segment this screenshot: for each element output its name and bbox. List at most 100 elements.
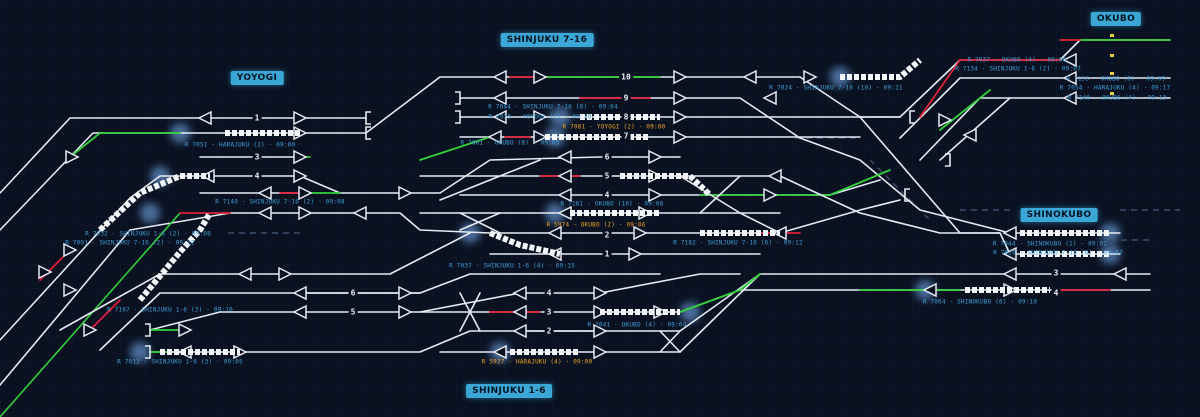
signal-triangle-icon[interactable]: [63, 282, 78, 298]
signal-triangle-icon[interactable]: [298, 185, 313, 201]
signal-triangle-icon[interactable]: [1062, 52, 1077, 68]
signal-triangle-icon[interactable]: [293, 149, 308, 165]
signal-triangle-icon[interactable]: [492, 344, 507, 360]
train[interactable]: [620, 173, 713, 198]
signal-triangle-icon[interactable]: [648, 149, 663, 165]
signal-triangle-icon[interactable]: [533, 129, 548, 145]
signal-triangle-icon[interactable]: [593, 285, 608, 301]
marker: [1110, 92, 1114, 95]
signal-triangle-icon[interactable]: [65, 149, 80, 165]
train-info: R 7041 · OKUBO (4) · 09:04: [587, 321, 687, 329]
signal-triangle-icon[interactable]: [1062, 90, 1077, 106]
signal-triangle-icon[interactable]: [512, 285, 527, 301]
signal-triangle-icon[interactable]: [352, 205, 367, 221]
station-label-yoyogi[interactable]: YOYOGI: [230, 71, 284, 85]
track-number: 3: [1051, 268, 1061, 278]
signal-triangle-icon[interactable]: [628, 246, 643, 262]
station-label-shinjuku-1-6[interactable]: SHINJUKU 1-6: [466, 384, 552, 398]
track-segment: [59, 232, 471, 331]
signal-triangle-icon[interactable]: [512, 323, 527, 339]
signal-triangle-icon[interactable]: [1062, 70, 1077, 86]
signal-triangle-icon[interactable]: [63, 242, 78, 258]
train-info: R 7081 · YOYOGI (2) · 09:00: [562, 123, 666, 131]
signal-triangle-icon[interactable]: [962, 127, 977, 143]
signal-triangle-icon[interactable]: [1112, 266, 1127, 282]
signal-triangle-icon[interactable]: [742, 69, 757, 85]
track-segment: [0, 117, 367, 194]
signal-triangle-icon[interactable]: [492, 109, 507, 125]
signal-triangle-icon[interactable]: [200, 168, 215, 184]
station-label-shinjuku-7-16[interactable]: SHINJUKU 7-16: [500, 33, 594, 47]
signal-triangle-icon[interactable]: [1002, 246, 1017, 262]
signal-triangle-icon[interactable]: [763, 187, 778, 203]
signal-triangle-icon[interactable]: [1002, 266, 1017, 282]
signal-triangle-icon[interactable]: [557, 149, 572, 165]
buffer-stop: [145, 323, 151, 337]
train[interactable]: [840, 57, 922, 80]
signal-triangle-icon[interactable]: [293, 110, 308, 126]
signal-triangle-icon[interactable]: [803, 69, 818, 85]
signal-triangle-icon[interactable]: [487, 129, 502, 145]
train[interactable]: [137, 211, 213, 302]
signal-triangle-icon[interactable]: [533, 109, 548, 125]
signal-triangle-icon[interactable]: [767, 168, 782, 184]
track-number: 1: [252, 113, 262, 123]
signal-triangle-icon[interactable]: [648, 187, 663, 203]
track-segment: [659, 330, 681, 353]
track-segment: [699, 175, 741, 214]
signal-triangle-icon[interactable]: [557, 187, 572, 203]
signal-triangle-icon[interactable]: [38, 264, 53, 280]
signal-triangle-icon[interactable]: [922, 282, 937, 298]
signal-triangle-icon[interactable]: [938, 112, 953, 128]
signal-triangle-icon[interactable]: [557, 168, 572, 184]
signal-triangle-icon[interactable]: [762, 90, 777, 106]
signal-triangle-icon[interactable]: [633, 225, 648, 241]
signal-triangle-icon[interactable]: [512, 304, 527, 320]
signal-triangle-icon[interactable]: [292, 304, 307, 320]
buffer-stop: [455, 91, 461, 105]
buffer-stop: [145, 345, 151, 359]
train-info: R 7024 · SHINJUKU 7-16 (10) · 09:11: [769, 84, 903, 92]
track-segment: [679, 273, 761, 313]
signal-triangle-icon[interactable]: [673, 69, 688, 85]
station-label-okubo[interactable]: OKUBO: [1090, 12, 1142, 26]
track-number: 6: [602, 152, 612, 162]
track-number: 2: [544, 326, 554, 336]
signal-triangle-icon[interactable]: [547, 225, 562, 241]
signal-triangle-icon[interactable]: [237, 266, 252, 282]
signal-triangle-icon[interactable]: [178, 322, 193, 338]
signal-triangle-icon[interactable]: [1002, 225, 1017, 241]
signal-triangle-icon[interactable]: [673, 129, 688, 145]
signal-triangle-icon[interactable]: [257, 185, 272, 201]
signal-triangle-icon[interactable]: [673, 109, 688, 125]
signal-triangle-icon[interactable]: [492, 90, 507, 106]
signal-triangle-icon[interactable]: [278, 266, 293, 282]
track-segment: [459, 212, 501, 231]
signal-triangle-icon[interactable]: [492, 69, 507, 85]
track-segment: [939, 89, 991, 131]
signal-triangle-icon[interactable]: [292, 285, 307, 301]
signal-triangle-icon[interactable]: [593, 344, 608, 360]
signal-triangle-icon[interactable]: [398, 185, 413, 201]
signal-triangle-icon[interactable]: [533, 69, 548, 85]
track-segment: [459, 97, 1121, 234]
train-info: R 7025 · YOYOGI (2) · 09:20: [488, 113, 592, 121]
signal-triangle-icon[interactable]: [398, 285, 413, 301]
signal-triangle-icon[interactable]: [293, 168, 308, 184]
train[interactable]: [97, 173, 210, 233]
track-number: 1: [602, 249, 612, 259]
train[interactable]: [488, 230, 561, 257]
signal-triangle-icon[interactable]: [83, 322, 98, 338]
signal-triangle-icon[interactable]: [197, 110, 212, 126]
signal-triangle-icon[interactable]: [593, 323, 608, 339]
signal-triangle-icon[interactable]: [673, 90, 688, 106]
signal-triangle-icon[interactable]: [298, 205, 313, 221]
signal-triangle-icon[interactable]: [398, 304, 413, 320]
signal-triangle-icon[interactable]: [257, 205, 272, 221]
train-info: R 7054 · HARAJUKU (4) · 09:17: [1059, 84, 1171, 92]
train-info: R 5927 · HARAJUKU (4) · 09:00: [481, 358, 593, 366]
station-label-shinokubo[interactable]: SHINOKUBO: [1020, 208, 1098, 222]
track-number: 2: [602, 230, 612, 240]
train-info: R 5974 · OKUBO (2) · 09:06: [546, 221, 646, 229]
